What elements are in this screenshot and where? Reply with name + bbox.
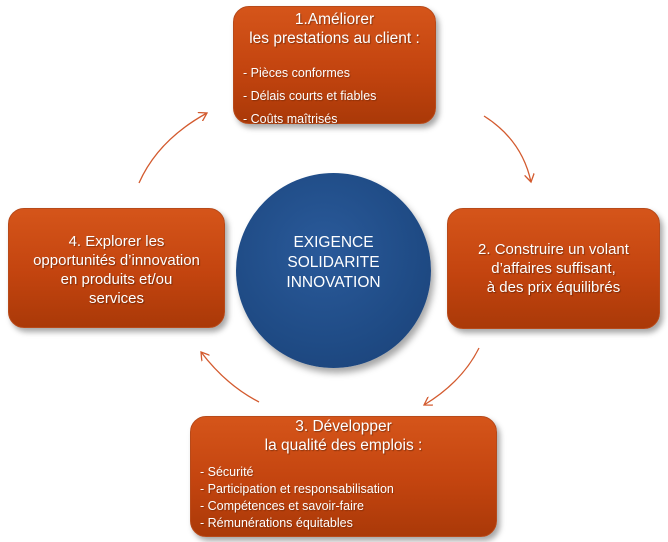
bullet-item: Participation et responsabilisation [200,481,496,498]
arrow-2-to-3 [424,347,480,405]
bullet-item: Délais courts et fiables [243,85,435,108]
step-2-title: 2. Construire un volant d’affaires suffi… [478,241,629,296]
step-4-title: 4. Explorer les opportunités d’innovatio… [33,233,200,307]
step-1-box: 1.Améliorer les prestations au client : … [233,6,436,126]
bullet-item: Sécurité [200,464,496,481]
arrow-3-to-4 [201,352,260,403]
arrow-1-to-2 [483,115,531,182]
step-2-box: 2. Construire un volant d’affaires suffi… [447,208,660,329]
bullet-item: Pièces conformes [243,62,435,85]
center-circle: EXIGENCE SOLIDARITE INNOVATION [236,173,431,368]
bullet-item: Coûts maîtrisés [243,108,435,131]
arrow-4-to-1 [138,113,207,184]
step-1-bullets: Pièces conformes Délais courts et fiable… [243,62,435,131]
step-3-box: 3. Développer la qualité des emplois : S… [190,416,497,537]
bullet-item: Compétences et savoir-faire [200,498,496,515]
bullet-item: Rémunérations équitables [200,515,496,532]
step-3-bullets: Sécurité Participation et responsabilisa… [200,464,496,532]
center-label: EXIGENCE SOLIDARITE INNOVATION [286,233,381,291]
step-4-box: 4. Explorer les opportunités d’innovatio… [8,208,225,328]
step-3-title: 3. Développer la qualité des emplois : [264,418,423,454]
step-1-title: 1.Améliorer les prestations au client : [249,11,420,47]
